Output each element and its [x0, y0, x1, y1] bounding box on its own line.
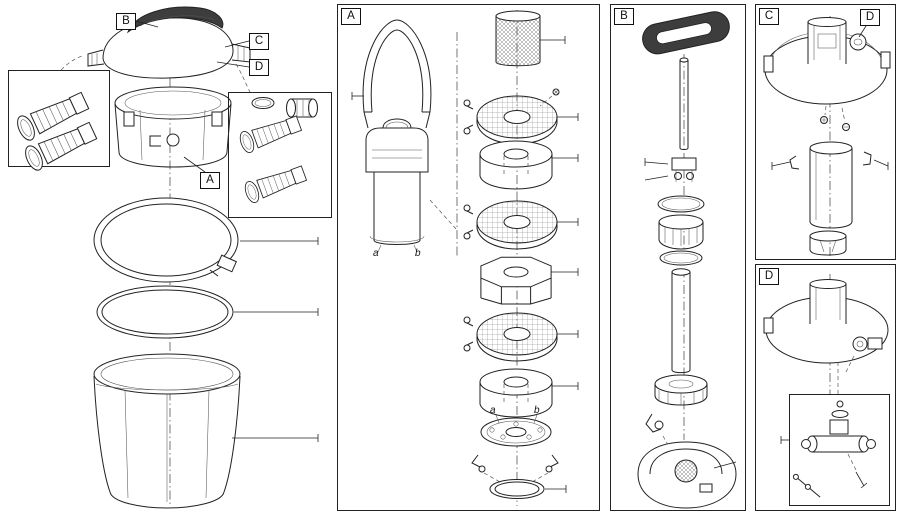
perforated-plate: [480, 414, 552, 447]
hose-fittings-right-box: [228, 63, 332, 218]
callout-leaders: [135, 20, 250, 173]
gasket-stack: [657, 195, 705, 266]
part-letter-a-lower: a: [490, 405, 496, 416]
lattice-disc-2: [463, 200, 558, 250]
hose-fittings-left-box: [8, 55, 110, 174]
panel-a-label: A: [341, 8, 361, 25]
carry-handle: [642, 11, 730, 55]
lid-assembly-drawing: [87, 6, 251, 79]
foam-ring-1: [479, 140, 553, 190]
clamp-fitting: [644, 157, 697, 182]
panel-c-label: C: [759, 8, 779, 25]
valve-detail-box: [780, 394, 890, 506]
callout-c-box: C: [249, 33, 269, 50]
lattice-disc-1: [463, 95, 558, 145]
left-nozzle: [87, 49, 105, 67]
panel-b-label: B: [614, 8, 634, 25]
threaded-nut: [286, 98, 318, 118]
inner-unit-drawing: [351, 19, 458, 253]
screw-2: [804, 483, 821, 498]
filter-canister-drawing: [93, 353, 319, 509]
panel-d-label: D: [759, 268, 779, 285]
main-exploded-view: [8, 6, 332, 509]
thin-rod: [679, 57, 689, 150]
callout-b-box: B: [116, 13, 136, 30]
lid-dome-2: [763, 279, 889, 394]
panel-d: [755, 264, 896, 511]
part-letter-b-lower: b: [534, 405, 540, 416]
lid-dome: [763, 17, 891, 131]
fine-cartridge: [495, 10, 566, 67]
panel-c-inner-d-label: D: [860, 9, 880, 26]
retainer-clips: [471, 454, 559, 483]
panel-b: [610, 4, 746, 511]
part-letter-b-upper: b: [415, 248, 421, 259]
lattice-disc-3: [463, 312, 558, 362]
impeller: [809, 230, 847, 256]
panel-a: [337, 4, 600, 511]
filter-head-drawing: [114, 86, 232, 168]
part-letter-a-upper: a: [373, 248, 379, 259]
right-nozzle: [231, 43, 251, 63]
union-nut: [654, 374, 708, 406]
fastener-screw: [539, 88, 560, 107]
callout-d-box: D: [249, 59, 269, 76]
long-tube: [671, 268, 691, 374]
handle-grip: [127, 6, 224, 34]
callout-a-box: A: [200, 172, 220, 189]
media-stack: [463, 10, 579, 499]
lamp-sleeve: [771, 141, 889, 229]
lid-top-view: [637, 441, 737, 509]
octagon-foam: [480, 256, 552, 305]
o-ring-drawing: [96, 285, 319, 339]
panel-c: [755, 4, 896, 260]
clamp-ring-drawing: [93, 197, 319, 283]
bottom-ring: [489, 479, 567, 499]
